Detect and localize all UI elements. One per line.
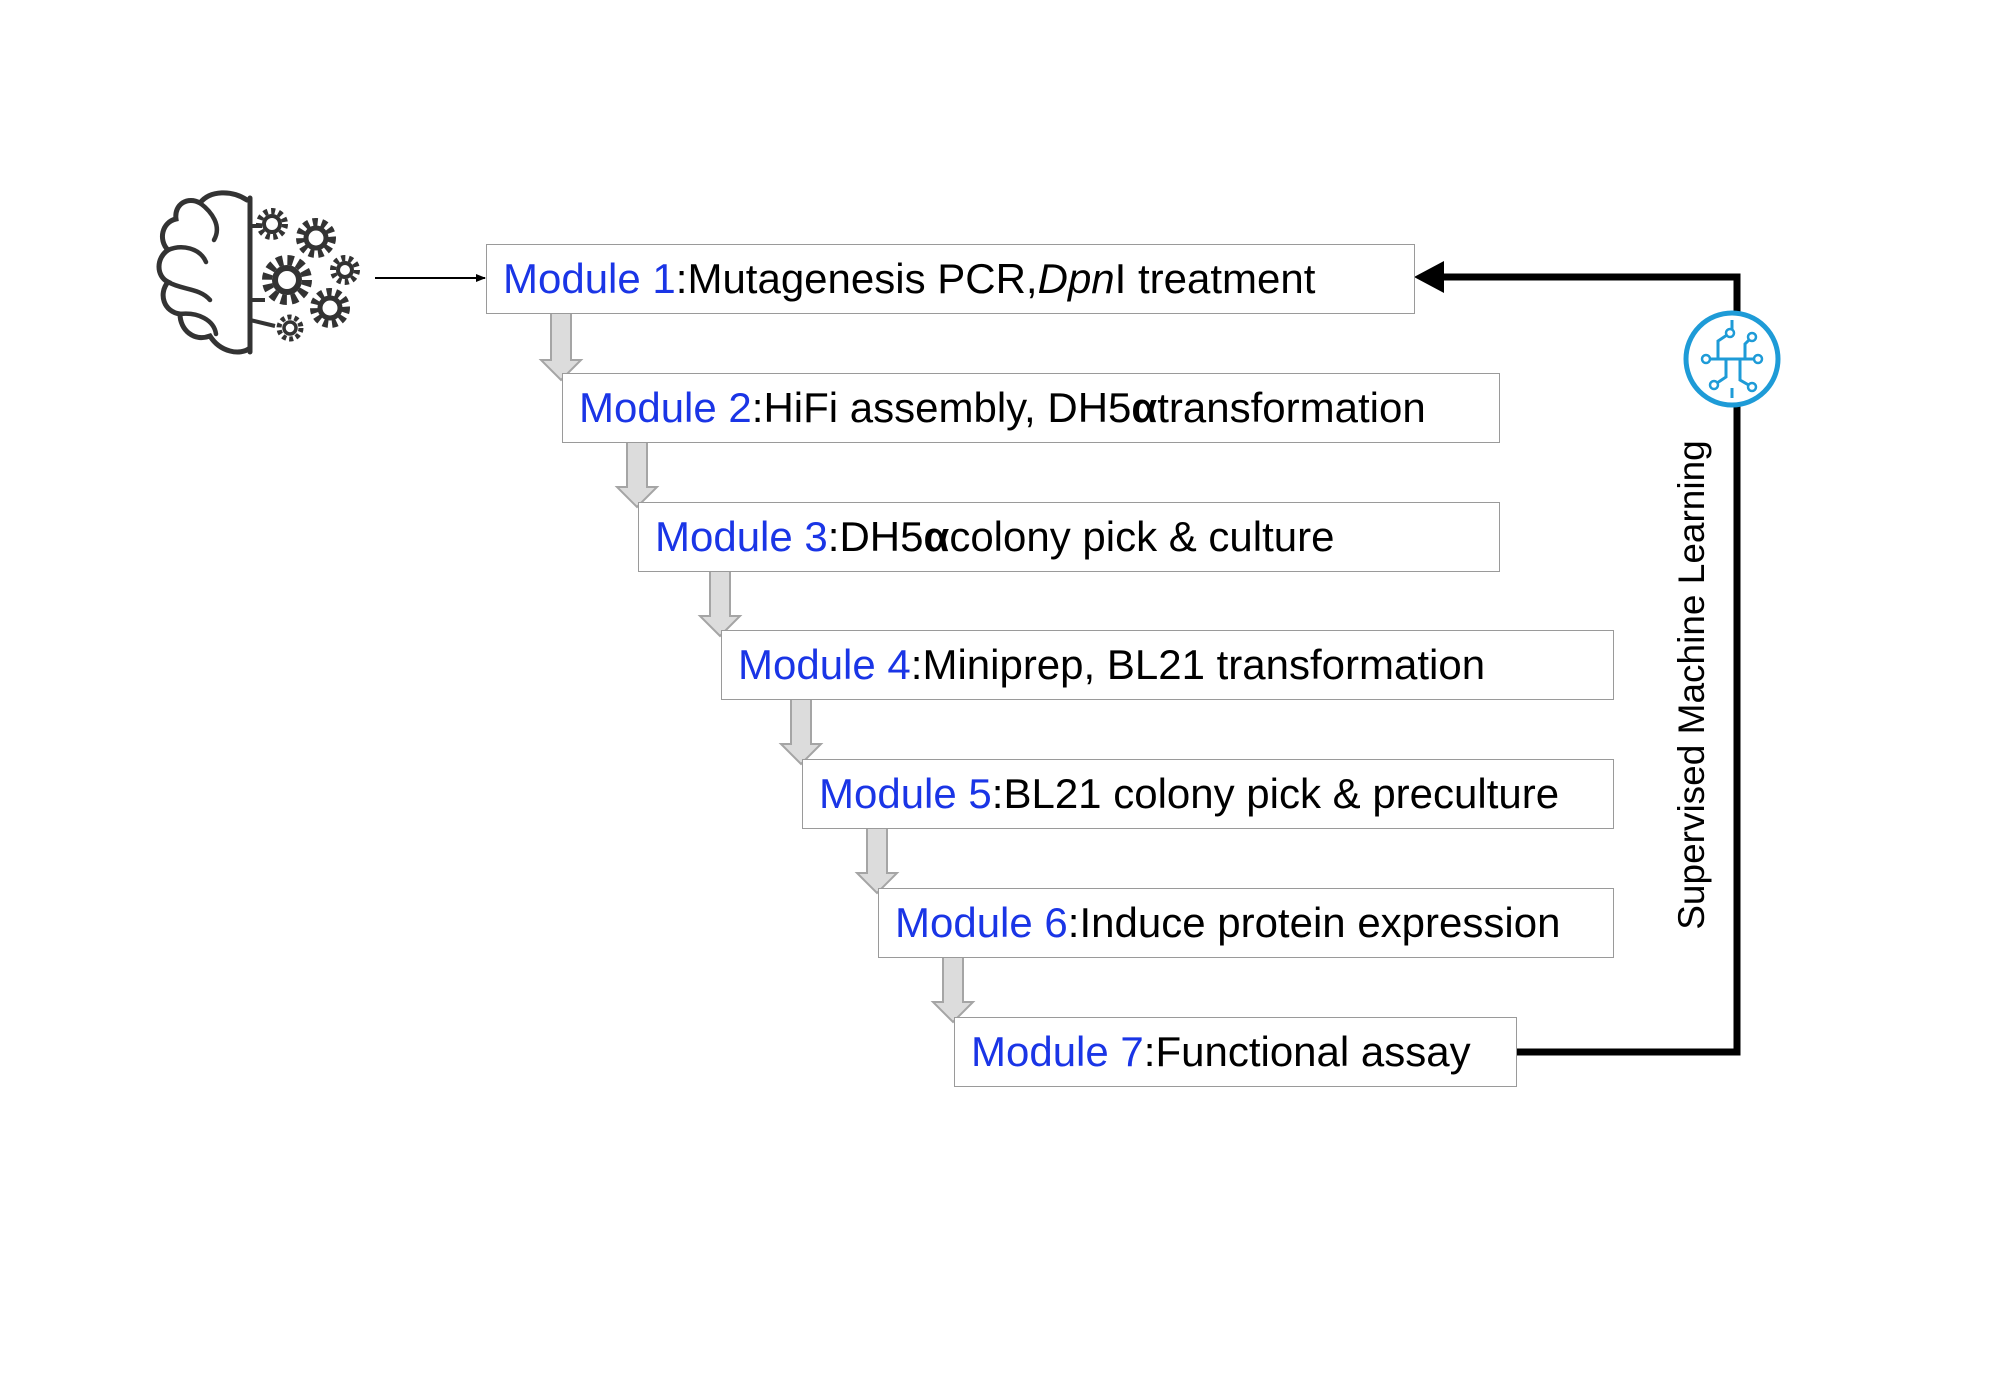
module-5-text: BL21 colony pick & preculture <box>1003 770 1560 817</box>
module-6-separator: : <box>1067 899 1080 946</box>
module-7-name: Module 7 <box>971 1028 1144 1075</box>
module-7-box: Module 7: Functional assay <box>954 1017 1517 1087</box>
module-2-alpha: α <box>1131 384 1158 431</box>
module-3-name: Module 3 <box>655 513 828 560</box>
module-1-separator: : <box>675 255 688 302</box>
module-1-text: Mutagenesis PCR, <box>687 255 1038 302</box>
module-4-separator: : <box>910 641 923 688</box>
module-2-text: HiFi assembly, DH5 <box>763 384 1132 431</box>
module-5-separator: : <box>991 770 1004 817</box>
module-2-text-end: transformation <box>1157 384 1426 431</box>
module-4-name: Module 4 <box>738 641 911 688</box>
module-3-text-end: colony pick & culture <box>949 513 1335 560</box>
module-4-box: Module 4: Miniprep, BL21 transformation <box>721 630 1614 700</box>
module-3-text: DH5 <box>839 513 924 560</box>
step-arrow <box>930 954 976 1024</box>
step-arrow <box>538 312 584 382</box>
module-4-text: Miniprep, BL21 transformation <box>922 641 1486 688</box>
step-arrow <box>778 696 824 766</box>
feedback-loop-line <box>1440 273 1741 1056</box>
module-3-alpha: α <box>923 513 950 560</box>
module-6-name: Module 6 <box>895 899 1068 946</box>
feedback-arrowhead <box>1414 261 1444 293</box>
step-arrows <box>538 312 976 1024</box>
module-1-italic-text: Dpn <box>1037 255 1115 302</box>
step-arrow <box>697 568 743 638</box>
step-arrow <box>854 825 900 895</box>
module-1-name: Module 1 <box>503 255 676 302</box>
module-6-text: Induce protein expression <box>1079 899 1561 946</box>
module-3-separator: : <box>827 513 840 560</box>
module-2-name: Module 2 <box>579 384 752 431</box>
step-arrow <box>614 439 660 509</box>
module-6-box: Module 6: Induce protein expression <box>878 888 1614 958</box>
circuit-ml-icon <box>1683 310 1781 408</box>
module-2-separator: : <box>751 384 764 431</box>
feedback-label-text: Supervised Machine Learning <box>1671 440 1712 930</box>
module-1-text-end: I treatment <box>1114 255 1316 302</box>
module-7-text: Functional assay <box>1155 1028 1471 1075</box>
module-5-box: Module 5: BL21 colony pick & preculture <box>802 759 1614 829</box>
brain-gears-icon <box>156 190 360 355</box>
module-5-name: Module 5 <box>819 770 992 817</box>
module-7-separator: : <box>1143 1028 1156 1075</box>
